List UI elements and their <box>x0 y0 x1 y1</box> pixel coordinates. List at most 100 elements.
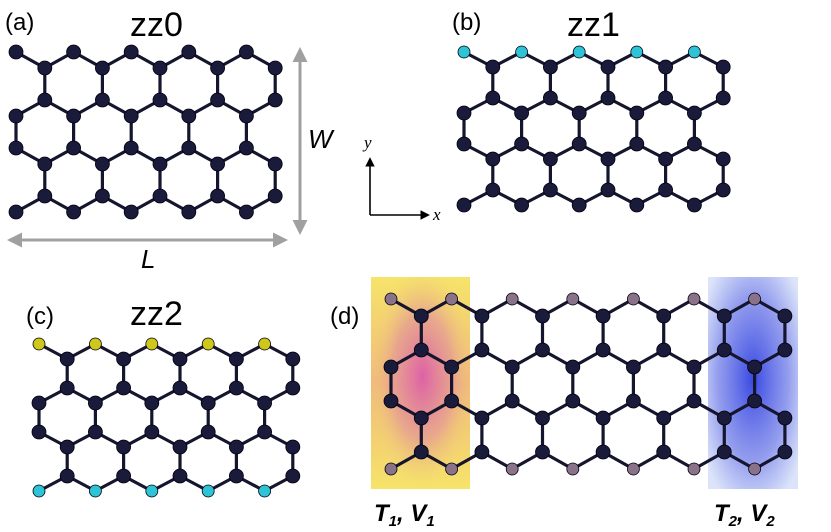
carbon-atom <box>747 393 762 409</box>
carbon-atom <box>383 359 399 375</box>
carbon-atom <box>59 380 75 396</box>
carbon-atom <box>715 151 731 167</box>
edge-atom-top <box>258 337 272 351</box>
carbon-atom <box>687 136 702 152</box>
carbon-atom <box>59 468 75 484</box>
carbon-atom <box>413 308 429 324</box>
lead-edge-atom <box>445 462 459 476</box>
carbon-atom <box>37 92 53 108</box>
carbon-atom <box>116 468 131 484</box>
panel-a-title: zz0 <box>130 6 183 44</box>
lead-edge-atom <box>505 462 519 476</box>
carbon-atom <box>658 182 673 198</box>
edge-atom-top <box>201 337 215 351</box>
lead-edge-atom <box>566 462 580 476</box>
carbon-atom <box>8 140 24 156</box>
carbon-atom <box>444 393 460 409</box>
carbon-atom <box>31 424 47 440</box>
carbon-atom <box>172 439 188 455</box>
carbon-atom <box>8 108 24 124</box>
carbon-atom <box>595 410 611 426</box>
carbon-atom <box>456 105 472 121</box>
carbon-atom <box>716 308 732 324</box>
carbon-atom <box>543 59 558 75</box>
panel-d-label: (d) <box>330 303 359 330</box>
carbon-atom <box>485 182 501 198</box>
carbon-atom <box>95 92 110 108</box>
lead-edge-atom <box>384 292 398 306</box>
carbon-atom <box>565 393 581 409</box>
carbon-atom <box>8 204 24 220</box>
carbon-atom <box>595 444 611 460</box>
carbon-atom <box>152 92 168 108</box>
carbon-atom <box>571 105 587 121</box>
carbon-atom <box>444 359 460 375</box>
carbon-atom <box>747 359 762 375</box>
carbon-atom <box>228 439 244 455</box>
carbon-atom <box>565 359 581 375</box>
carbon-atom <box>658 59 673 75</box>
carbon-atom <box>456 136 472 152</box>
hydrogen-atom <box>515 45 528 59</box>
carbon-atom <box>123 140 139 156</box>
carbon-atom <box>257 395 273 411</box>
edge-atom-bottom <box>201 484 215 498</box>
lead-edge-atom <box>627 462 640 476</box>
carbon-atom <box>200 395 216 411</box>
carbon-atom <box>172 351 188 367</box>
carbon-atom <box>715 90 731 106</box>
carbon-atom <box>629 136 645 152</box>
carbon-atom <box>181 108 197 124</box>
carbon-atom <box>285 468 301 484</box>
carbon-atom <box>716 444 732 460</box>
carbon-atom <box>267 156 283 172</box>
carbon-atom <box>535 444 550 460</box>
carbon-atom <box>543 151 558 167</box>
carbon-atom <box>504 359 520 375</box>
panel-c-label: (c) <box>26 303 54 330</box>
carbon-atom <box>383 393 399 409</box>
carbon-atom <box>571 197 587 213</box>
carbon-atom <box>88 395 103 411</box>
carbon-atom <box>210 188 226 204</box>
carbon-atom <box>600 182 616 198</box>
carbon-atom <box>123 108 139 124</box>
carbon-atom <box>285 351 301 367</box>
carbon-atom <box>285 380 301 396</box>
carbon-atom <box>504 393 520 409</box>
lead-edge-atom <box>627 292 640 306</box>
lead-edge-atom <box>687 462 701 476</box>
carbon-atom <box>95 60 110 76</box>
carbon-atom <box>514 105 529 121</box>
carbon-atom <box>687 105 702 121</box>
edge-atom-bottom <box>89 484 102 498</box>
lead-edge-atom <box>445 292 459 306</box>
carbon-atom <box>210 92 226 108</box>
carbon-atom <box>267 60 283 76</box>
carbon-atom <box>629 105 645 121</box>
carbon-atom <box>715 59 731 75</box>
carbon-atom <box>656 444 672 460</box>
carbon-atom <box>474 342 490 358</box>
carbon-atom <box>31 395 47 411</box>
x-axis-label: x <box>432 205 441 224</box>
carbon-atom <box>152 188 168 204</box>
lead-edge-atom <box>748 462 761 476</box>
lead-edge-atom <box>748 292 761 306</box>
width-label: W <box>308 124 335 154</box>
edge-atom-bottom <box>145 484 159 498</box>
carbon-atom <box>456 197 472 213</box>
carbon-atom <box>95 156 110 172</box>
carbon-atom <box>626 393 641 409</box>
panel-a-label: (a) <box>5 9 34 36</box>
carbon-atom <box>228 468 244 484</box>
carbon-atom <box>474 308 490 324</box>
hydrogen-atom <box>572 45 586 59</box>
carbon-atom <box>535 410 550 426</box>
carbon-atom <box>123 44 139 60</box>
carbon-atom <box>658 90 673 106</box>
carbon-atom <box>595 308 611 324</box>
carbon-atom <box>152 156 168 172</box>
carbon-atom <box>474 444 490 460</box>
